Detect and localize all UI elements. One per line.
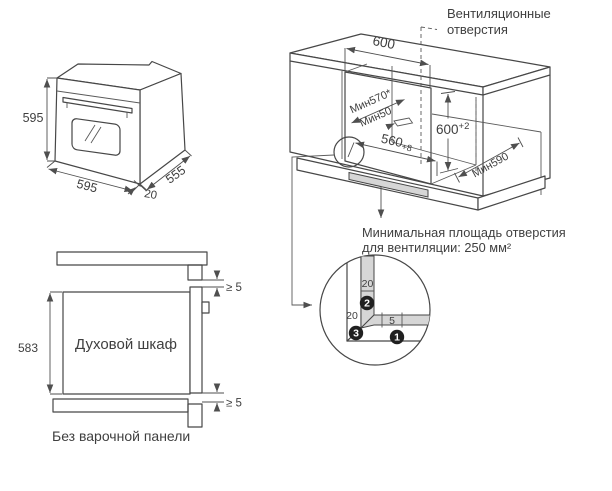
top-gap-label: ≥ 5 [226, 282, 242, 294]
oven-depth-extensions [139, 149, 192, 191]
bottom-front-block-hatched [187, 403, 203, 428]
min-depth-lower-dim-line [458, 142, 520, 178]
detail-connector-line [291, 154, 335, 309]
oven-door-offset-arrow [126, 187, 136, 196]
niche-width-dim-line [355, 141, 436, 163]
niche-height-label-bg [434, 120, 470, 138]
detail-front-gap-label: 5 [389, 315, 395, 327]
oven-door-window [71, 118, 121, 156]
detail-spacer-left-label: 20 [346, 310, 358, 322]
oven-height-label: 595 [23, 111, 44, 125]
min-rear-gap-arrow [385, 123, 395, 131]
niche-width-label: 560+8 [380, 131, 415, 154]
detail-horizontal-spacer [359, 314, 430, 329]
min-depth-lower-extensions [454, 137, 524, 183]
top-front-block-hatched [187, 264, 203, 281]
rear-vent-bracket [393, 117, 414, 127]
oven-glass-shine [84, 124, 102, 144]
niche-width-extensions [347, 142, 438, 176]
detail-contents: 20 20 5 2 3 1 [346, 255, 430, 345]
oven-depth-label: 555 [163, 163, 188, 187]
oven-width-dim-line [48, 167, 134, 193]
oven-handle [62, 96, 133, 114]
detail-circle [319, 254, 431, 366]
vent-note-line1: Минимальная площадь отверстия [362, 225, 566, 240]
section-height-extensions [50, 291, 62, 395]
oven-width-label: 595 [75, 177, 99, 196]
niche-top-width-extensions [344, 48, 431, 87]
oven-handle-section [201, 301, 210, 314]
top-panel-hatched [56, 251, 208, 266]
detail-view: 20 20 5 2 3 1 [319, 254, 431, 366]
niche-height-tolerance: +2 [459, 121, 470, 132]
section-height-label: 583 [18, 341, 38, 355]
detail-marker-3-number: 3 [353, 328, 359, 340]
oven-isometric-view: 595 595 555 20 [23, 60, 192, 202]
detail-marker-2-number: 2 [364, 298, 370, 310]
section-view: Духовой шкаф 583 ≥ 5 ≥ 5 Без варочной па… [18, 251, 242, 444]
niche-height-label: 600+2 [436, 121, 469, 137]
niche-top-width-dim-line [346, 46, 429, 67]
oven-door-offset-ticks [133, 180, 147, 191]
vent-holes-label-line2: отверстия [447, 22, 508, 37]
detail-marker-3-badge [348, 325, 364, 341]
vent-note-line2: для вентиляции: 250 мм² [362, 240, 512, 255]
plinth-right [477, 175, 546, 211]
oven-door-section [189, 286, 203, 394]
plinth-vent-slot [348, 171, 429, 198]
ventilation-note: Минимальная площадь отверстия для вентил… [362, 225, 566, 255]
niche-height-extensions [439, 91, 459, 174]
oven-height-extensions [47, 77, 57, 162]
top-gap-extensions [202, 279, 224, 288]
detail-marker-1-number: 1 [394, 332, 400, 344]
cabinet-isometric-view: 600 Мин570* Мин50 600+2 560+8 Мин590 Вен… [289, 6, 551, 309]
niche-height-value: 600 [436, 122, 459, 137]
section-caption: Без варочной панели [52, 428, 190, 444]
detail-indicator-circle [333, 136, 365, 168]
detail-marker-1-badge [389, 329, 405, 345]
detail-spacer-top-label: 20 [362, 278, 374, 290]
min-depth-upper-dim-line [351, 99, 405, 124]
niche-width-tolerance: +8 [401, 141, 413, 153]
oven-body-section [62, 291, 191, 395]
bottom-gap-extensions [202, 392, 224, 403]
bottom-gap-label: ≥ 5 [226, 398, 242, 410]
vent-holes-label-line1: Вентиляционные [447, 6, 551, 21]
detail-gap-ticks [381, 312, 403, 328]
oven-handle-feet [66, 102, 128, 118]
bottom-panel-hatched [52, 398, 189, 413]
niche-width-value: 560 [380, 131, 405, 150]
detail-marker-2-badge [359, 295, 375, 311]
oven-control-panel-line [56, 90, 141, 104]
oven-section-label: Духовой шкаф [75, 336, 177, 353]
niche-top-width-label: 600 [371, 33, 396, 52]
oven-door-offset-label: 20 [143, 188, 158, 202]
vent-dashed-line-top [420, 26, 438, 30]
oven-depth-dim-line [146, 155, 191, 190]
